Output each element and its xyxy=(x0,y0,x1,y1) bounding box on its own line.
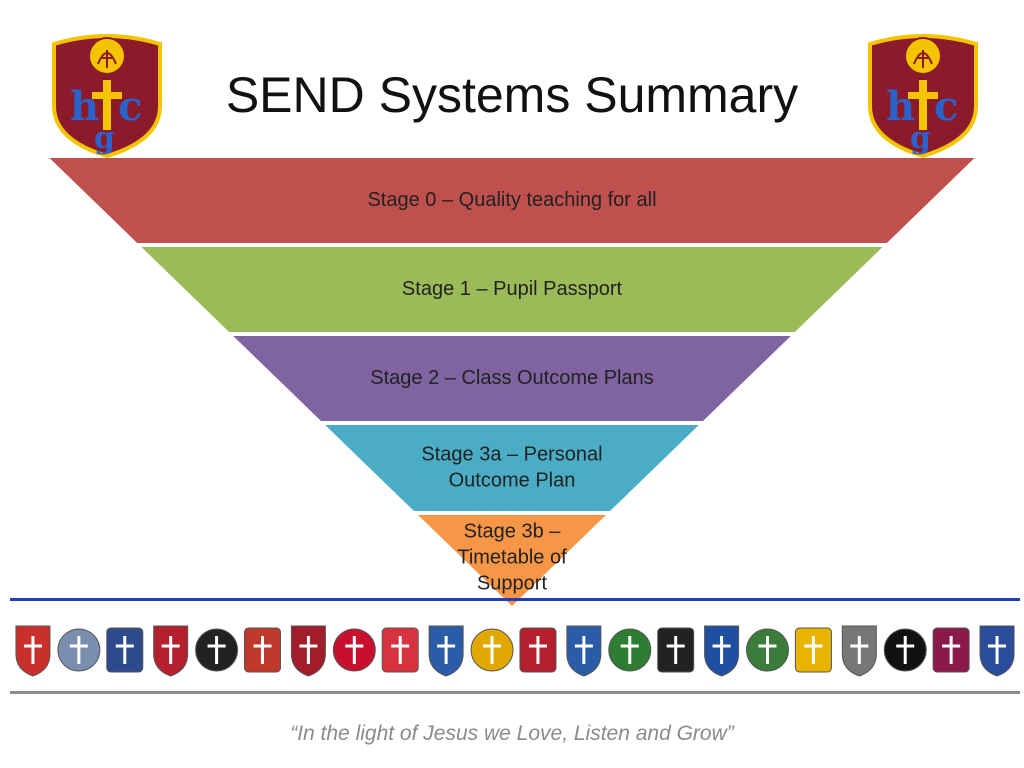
stage-band-4 xyxy=(418,515,606,606)
st-christophers-logo xyxy=(381,627,419,673)
blue-monogram-shield-logo xyxy=(566,625,602,677)
crossed-swords-logo xyxy=(841,625,877,677)
stage-band-3 xyxy=(325,425,699,511)
stage-label-4-line-0: Stage 3b – xyxy=(464,520,562,542)
svg-text:h: h xyxy=(70,83,99,130)
stage-band-2 xyxy=(233,336,791,421)
stage-band-1 xyxy=(141,247,883,332)
chevron-shield-logo xyxy=(932,627,970,673)
black-cross-shield-logo xyxy=(657,627,695,673)
yellow-circle-logo xyxy=(794,627,832,673)
stage-label-3-line-0: Stage 3a – Personal xyxy=(421,443,602,465)
stage-label-1-line-0: Stage 1 – Pupil Passport xyxy=(402,278,623,300)
school-motto: “In the light of Jesus we Love, Listen a… xyxy=(290,722,734,745)
stage-label-0-line-0: Stage 0 – Quality teaching for all xyxy=(367,189,656,211)
school-crest-icon: h c g xyxy=(52,34,162,158)
heart-cross-logo xyxy=(332,628,376,672)
sp-monogram-logo xyxy=(883,628,927,672)
stage-label-4-line-1: Timetable of xyxy=(457,546,567,568)
red-shield-logo xyxy=(15,625,51,677)
slide-title: SEND Systems Summary xyxy=(225,67,799,123)
svg-text:c: c xyxy=(118,83,142,130)
blue-square-emblem-logo xyxy=(979,625,1015,677)
stage-label-4-line-2: Support xyxy=(477,572,547,594)
blue-oval-logo xyxy=(428,625,464,677)
flower-circle-logo xyxy=(608,628,652,672)
christus-rfc-logo xyxy=(57,628,101,672)
blue-divider xyxy=(10,598,1020,601)
st-john-fisher-logo xyxy=(519,627,557,673)
svg-text:h: h xyxy=(886,83,915,130)
stage-label-3-line-1: Outcome Plan xyxy=(449,469,576,491)
stag-shield-logo xyxy=(106,627,144,673)
stage-label-2-line-0: Stage 2 – Class Outcome Plans xyxy=(370,367,653,389)
partner-school-logos xyxy=(15,625,1015,677)
grey-divider xyxy=(10,691,1020,694)
black-white-cross-logo xyxy=(195,628,239,672)
lion-shield-logo xyxy=(470,628,514,672)
stage-band-0 xyxy=(49,158,975,243)
school-crest-icon: h c g xyxy=(868,34,978,158)
sacred-heart-logo xyxy=(290,625,326,677)
svg-text:c: c xyxy=(934,83,958,130)
red-gold-shield-logo xyxy=(244,627,281,673)
green-figure-shield-logo xyxy=(746,628,789,672)
saint-marys-loughborough-logo xyxy=(704,625,740,677)
red-cross-shield-logo xyxy=(153,625,189,677)
